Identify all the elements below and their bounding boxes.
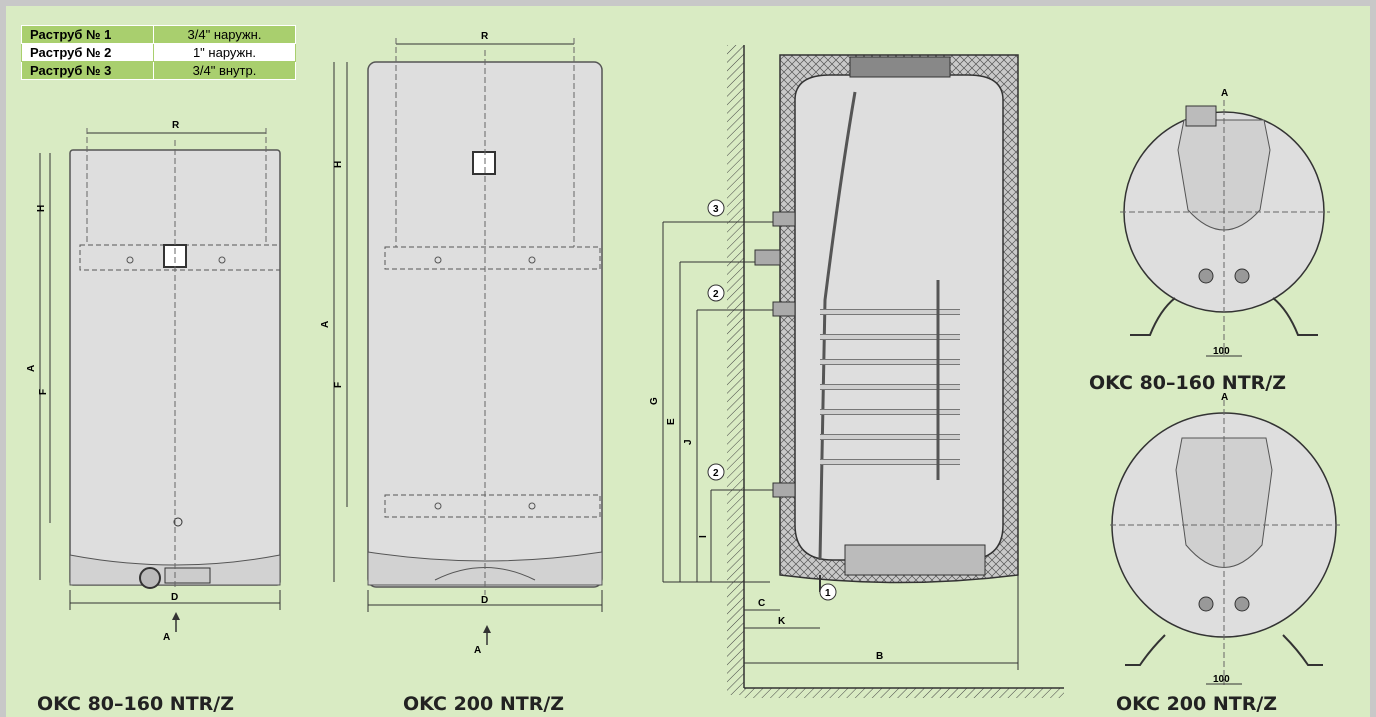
title-top-large: OKC 200 NTR/Z xyxy=(1116,693,1277,715)
front-view-small: R H A F D A OKC 80–160 NTR/Z xyxy=(26,120,281,715)
fitting-name: Раструб № 2 xyxy=(21,43,154,62)
spacing-value: 100 xyxy=(1213,674,1230,685)
fitting-value: 3/4" внутр. xyxy=(153,61,296,80)
fitting-name: Раструб № 3 xyxy=(21,61,154,80)
dim-D: D xyxy=(171,592,178,603)
section-view: 3 2 2 1 G E J I C K B xyxy=(649,45,1064,698)
dim-J: J xyxy=(683,439,694,445)
dim-G: G xyxy=(649,397,660,405)
port-number: 2 xyxy=(713,468,719,479)
dim-R: R xyxy=(172,120,180,131)
dim-C: C xyxy=(758,598,765,609)
fitting-value: 1" наружн. xyxy=(153,43,296,62)
port-number: 3 xyxy=(713,204,719,215)
title-front-large: OKC 200 NTR/Z xyxy=(403,693,564,715)
dim-F: F xyxy=(333,382,344,388)
port-number: 1 xyxy=(825,588,831,599)
dim-H: H xyxy=(36,205,47,212)
view-arrow-label: A xyxy=(474,645,481,656)
dim-R: R xyxy=(481,31,489,42)
top-view-large: A 100 OKC 200 NTR/Z xyxy=(1110,392,1340,715)
dim-H: H xyxy=(333,161,344,168)
dim-B: B xyxy=(876,651,883,662)
view-arrow-label: A xyxy=(1221,392,1228,403)
title-top-small: OKC 80–160 NTR/Z xyxy=(1089,372,1286,394)
dim-E: E xyxy=(666,418,677,425)
view-arrow-label: A xyxy=(1221,88,1228,99)
dim-A: A xyxy=(26,365,37,372)
view-arrow-label: A xyxy=(163,632,170,643)
dim-F: F xyxy=(38,389,49,395)
dim-K: K xyxy=(778,616,786,627)
fitting-name: Раструб № 1 xyxy=(21,25,154,44)
spacing-value: 100 xyxy=(1213,346,1230,357)
title-front-small: OKC 80–160 NTR/Z xyxy=(37,693,234,715)
dim-I: I xyxy=(698,535,709,538)
dim-D: D xyxy=(481,595,488,606)
front-view-large: R H A F D A OKC 200 NTR/Z xyxy=(320,31,603,715)
dim-A: A xyxy=(320,321,331,328)
port-number: 2 xyxy=(713,289,719,300)
top-view-small: A 100 OKC 80–160 NTR/Z xyxy=(1089,88,1330,394)
